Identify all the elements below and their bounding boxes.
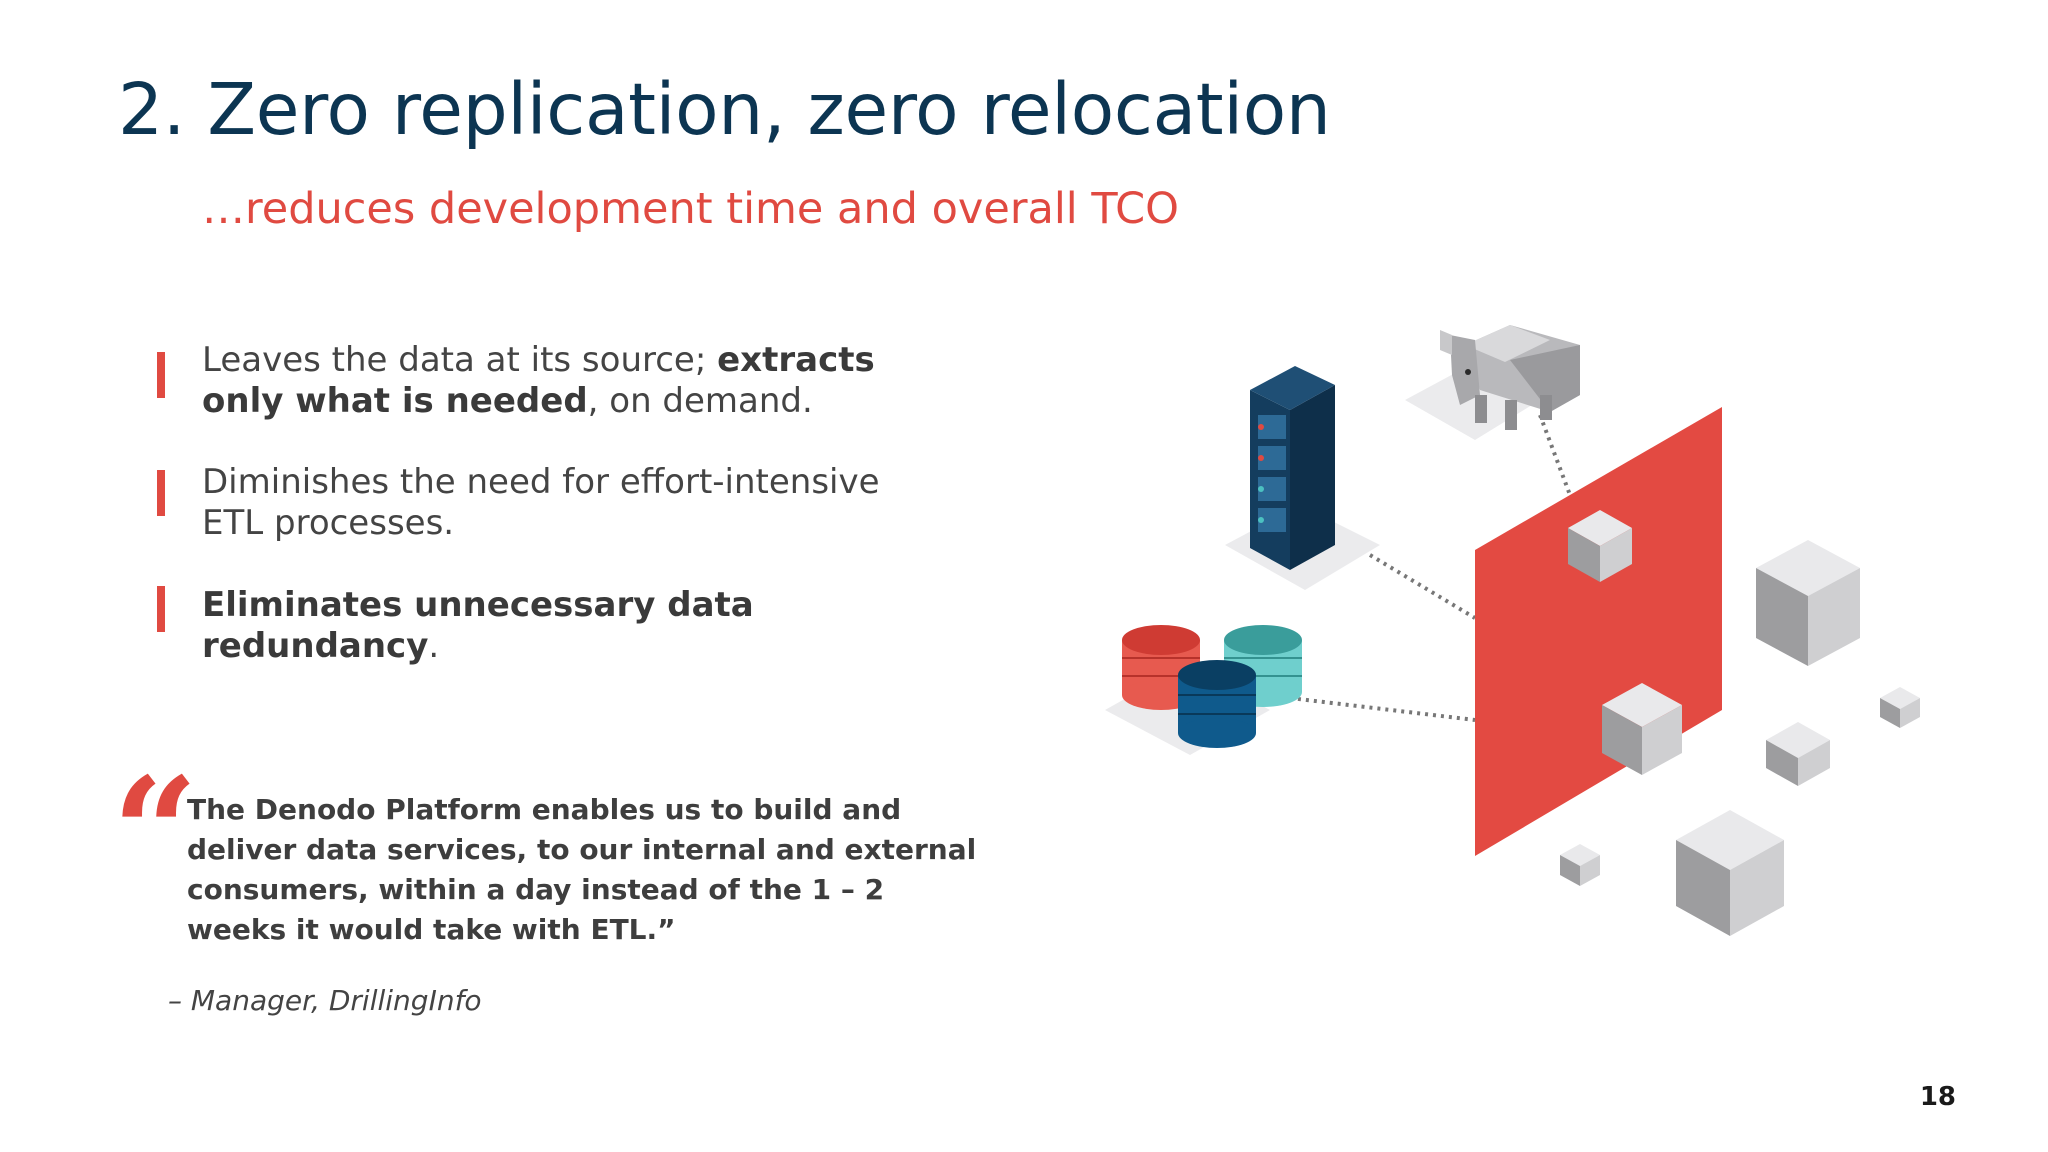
bullet-2-line-1: Diminishes the need for effort-intensive <box>202 462 880 502</box>
data-virtualization-panel-icon <box>1475 407 1722 856</box>
page-number: 18 <box>1919 1082 1956 1112</box>
database-stack-icon <box>1122 625 1302 748</box>
bullet-marker <box>157 586 165 632</box>
quote-attribution: – Manager, DrillingInfo <box>168 984 482 1017</box>
bullet-1: Leaves the data at its source; extracts … <box>202 340 962 422</box>
data-virtualization-illustration <box>1105 325 1920 936</box>
cube-icon <box>1568 510 1632 582</box>
bullet-3-bold-2: redundancy <box>202 626 429 666</box>
connector-line <box>1289 696 1476 722</box>
bullet-1-bold-2: only what is needed <box>202 381 588 421</box>
slide-title: 2. Zero replication, zero relocation <box>118 68 1331 151</box>
bullet-3-tail: . <box>428 626 440 666</box>
testimonial-quote: The Denodo Platform enables us to build … <box>187 793 977 946</box>
cube-icon <box>1756 540 1860 666</box>
quote-mark-icon: “ <box>112 745 199 921</box>
slide-subtitle: …reduces development time and overall TC… <box>202 184 1180 234</box>
bullet-2: Diminishes the need for effort-intensive… <box>202 462 962 544</box>
bullet-marker <box>157 352 165 398</box>
bullet-3-bold: Eliminates unnecessary data <box>202 585 754 625</box>
cube-icon <box>1602 683 1682 775</box>
bullet-1-tail: , on demand. <box>587 381 813 421</box>
bullet-marker <box>157 470 165 516</box>
bullet-3: Eliminates unnecessary data redundancy. <box>202 585 962 667</box>
bullet-1-text: Leaves the data at its source; <box>202 340 718 380</box>
cube-icon <box>1766 722 1830 786</box>
cube-icon <box>1676 810 1784 936</box>
connector-line <box>1368 553 1477 620</box>
cube-icon <box>1880 687 1920 728</box>
bullet-1-bold: extracts <box>717 340 875 380</box>
connector-line <box>1538 414 1572 496</box>
cube-icon <box>1560 844 1600 886</box>
elephant-icon <box>1440 325 1580 430</box>
bullet-2-line-2: ETL processes. <box>202 503 455 543</box>
server-rack-icon <box>1250 366 1335 570</box>
